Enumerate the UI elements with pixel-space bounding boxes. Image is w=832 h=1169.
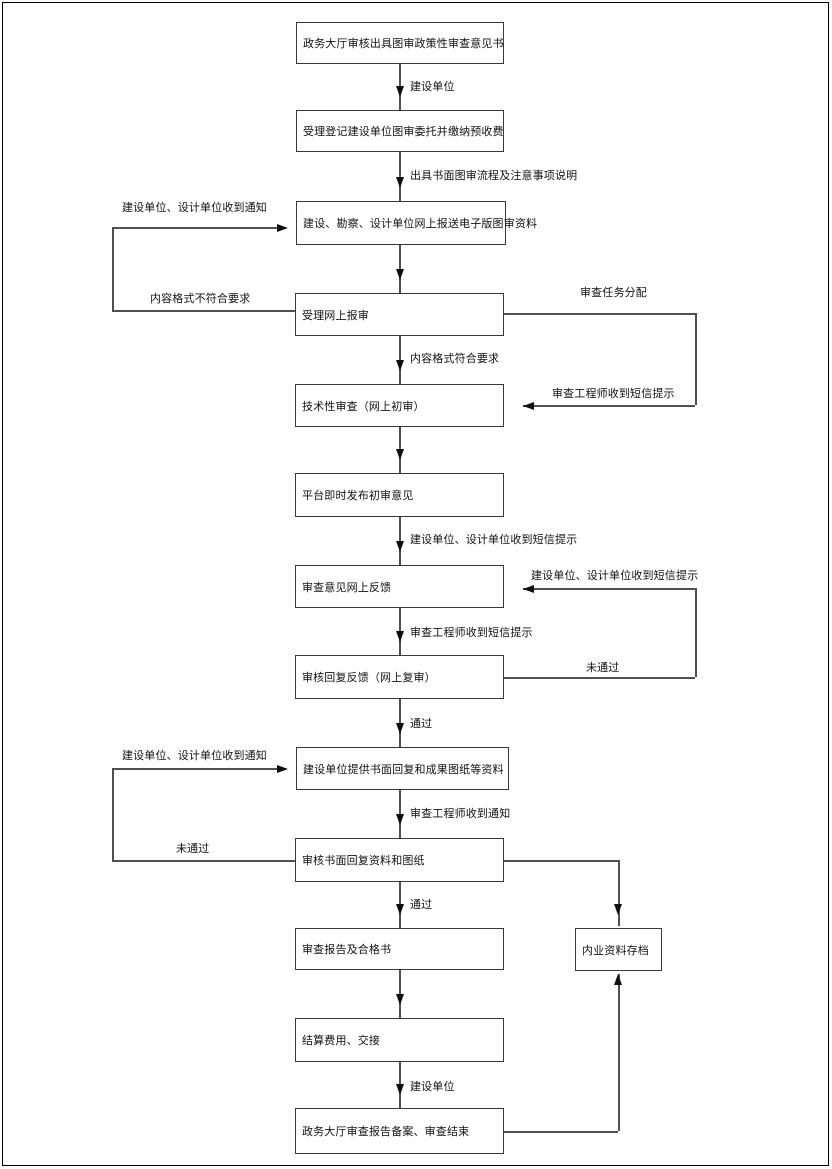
arrow-right-icon xyxy=(277,224,288,232)
arrow-down-icon xyxy=(396,904,404,915)
connector-line xyxy=(523,588,695,590)
edge-label-written-process-note: 出具书面图审流程及注意事项说明 xyxy=(410,170,578,182)
connector-line xyxy=(504,860,618,862)
flow-box-online-submit: 建设、勘察、设计单位网上报送电子版图审资料 xyxy=(296,201,537,245)
connector-line xyxy=(112,227,286,229)
connector-line xyxy=(112,860,295,862)
edge-label-units-notice: 建设单位、设计单位收到通知 xyxy=(122,202,267,214)
edge-label-units-sms: 建设单位、设计单位收到短信提示 xyxy=(531,570,699,582)
connector-line xyxy=(112,227,114,312)
flow-box-register-commission: 受理登记建设单位图审委托并缴纳预收费 xyxy=(296,110,504,152)
arrow-down-icon xyxy=(396,541,404,552)
arrow-left-icon xyxy=(523,585,534,593)
arrow-down-icon xyxy=(396,631,404,642)
connector-line xyxy=(504,1131,618,1133)
edge-label-passed: 通过 xyxy=(410,718,433,730)
edge-label-engineer-sms: 审查工程师收到短信提示 xyxy=(552,388,675,400)
flow-box-publish-opinion: 平台即时发布初审意见 xyxy=(295,473,504,517)
arrow-down-icon xyxy=(396,723,404,734)
arrow-up-icon xyxy=(614,974,622,985)
connector-line xyxy=(112,768,114,860)
arrow-left-icon xyxy=(523,402,534,410)
connector-line xyxy=(112,768,286,770)
flow-box-filing-end: 政务大厅审查报告备案、审查结束 xyxy=(295,1108,504,1154)
arrow-down-icon xyxy=(396,449,404,460)
connector-line xyxy=(399,152,401,201)
edge-label-construction-unit: 建设单位 xyxy=(410,81,455,93)
connector-line xyxy=(695,313,697,405)
connector-line xyxy=(523,405,695,407)
flow-box-accept-online: 受理网上报审 xyxy=(295,293,504,336)
connector-line xyxy=(618,974,620,1131)
connector-line xyxy=(695,588,697,677)
arrow-down-icon xyxy=(396,994,404,1005)
edge-label-format-ok: 内容格式符合要求 xyxy=(410,353,500,365)
arrow-down-icon xyxy=(396,86,404,97)
flow-box-feedback-online: 审查意见网上反馈 xyxy=(295,565,504,608)
edge-label-construction-unit: 建设单位 xyxy=(410,1081,455,1093)
edge-label-task-assign: 审查任务分配 xyxy=(580,287,647,299)
flow-box-report-certificate: 审查报告及合格书 xyxy=(295,928,504,970)
flow-box-technical-review: 技术性审查（网上初审） xyxy=(295,384,504,427)
edge-label-engineer-sms: 审查工程师收到短信提示 xyxy=(410,627,533,639)
arrow-down-icon xyxy=(614,904,622,915)
flow-box-reply-review: 审核回复反馈（网上复审） xyxy=(295,655,504,699)
edge-label-not-passed: 未通过 xyxy=(176,843,210,855)
connector-line xyxy=(112,310,295,312)
arrow-down-icon xyxy=(396,1084,404,1095)
connector-line xyxy=(504,313,695,315)
flow-box-archive: 内业资料存档 xyxy=(575,928,662,971)
arrow-down-icon xyxy=(396,814,404,825)
arrow-down-icon xyxy=(396,177,404,188)
connector-line xyxy=(618,860,620,926)
flow-box-review-written: 审核书面回复资料和图纸 xyxy=(295,838,504,882)
edge-label-units-sms: 建设单位、设计单位收到短信提示 xyxy=(410,534,578,546)
edge-label-format-not-ok: 内容格式不符合要求 xyxy=(150,293,251,305)
flow-box-written-reply: 建设单位提供书面回复和成果图纸等资料 xyxy=(296,747,509,790)
flow-box-policy-opinion: 政务大厅审核出具图审政策性审查意见书 xyxy=(296,22,504,64)
edge-label-units-notice: 建设单位、设计单位收到通知 xyxy=(122,750,267,762)
arrow-down-icon xyxy=(396,360,404,371)
connector-line xyxy=(504,677,695,679)
flow-box-settle-fee: 结算费用、交接 xyxy=(295,1018,504,1062)
edge-label-engineer-notice: 审查工程师收到通知 xyxy=(410,808,511,820)
edge-label-not-passed: 未通过 xyxy=(586,662,620,674)
edge-label-passed: 通过 xyxy=(410,899,433,911)
arrow-down-icon xyxy=(396,269,404,280)
arrow-right-icon xyxy=(277,765,288,773)
